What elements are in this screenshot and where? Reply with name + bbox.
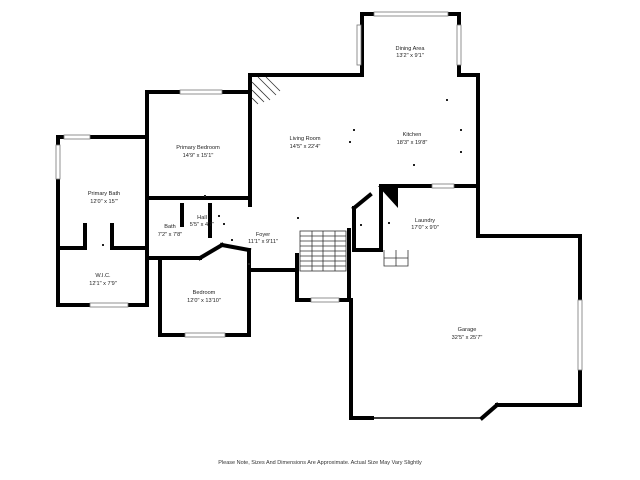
room-laundry: Laundry 17'0" x 9'0" bbox=[411, 218, 439, 231]
svg-text:13'2" x 9'1": 13'2" x 9'1" bbox=[396, 53, 424, 59]
room-wic: W.I.C. 12'1" x 7'9" bbox=[89, 273, 117, 287]
svg-text:Primary Bedroom: Primary Bedroom bbox=[176, 145, 220, 151]
svg-text:7'2" x 7'8": 7'2" x 7'8" bbox=[158, 232, 182, 238]
svg-text:Foyer: Foyer bbox=[256, 232, 270, 238]
svg-text:Living Room: Living Room bbox=[289, 136, 320, 142]
svg-text:11'1" x 9'11": 11'1" x 9'11" bbox=[248, 239, 278, 245]
svg-text:12'0" x 13'10": 12'0" x 13'10" bbox=[187, 298, 221, 304]
room-hall: Hall 5'5" x 4'7" bbox=[190, 215, 214, 228]
room-dining-area: Dining Area 13'2" x 9'1" bbox=[396, 46, 426, 59]
svg-text:12'1" x 7'9": 12'1" x 7'9" bbox=[89, 281, 117, 287]
fixture-dots bbox=[102, 99, 462, 265]
svg-text:W.I.C.: W.I.C. bbox=[95, 273, 111, 279]
svg-text:Bedroom: Bedroom bbox=[193, 290, 216, 296]
stairs bbox=[251, 76, 409, 272]
room-primary-bath: Primary Bath 12'0" x 15'" bbox=[88, 191, 120, 205]
svg-text:18'3" x 19'8": 18'3" x 19'8" bbox=[397, 140, 428, 146]
svg-text:Laundry: Laundry bbox=[415, 218, 435, 224]
svg-text:14'5" x 22'4": 14'5" x 22'4" bbox=[290, 144, 321, 150]
disclaimer-note: Please Note, Sizes And Dimensions Are Ap… bbox=[218, 460, 422, 466]
svg-text:12'0" x 15'": 12'0" x 15'" bbox=[90, 199, 118, 205]
kitchen-corner-block bbox=[378, 186, 398, 208]
room-kitchen: Kitchen 18'3" x 19'8" bbox=[397, 132, 428, 146]
svg-text:5'5" x 4'7": 5'5" x 4'7" bbox=[190, 222, 214, 228]
svg-text:Dining Area: Dining Area bbox=[396, 46, 426, 52]
room-foyer: Foyer 11'1" x 9'11" bbox=[248, 232, 278, 245]
room-bedroom: Bedroom 12'0" x 13'10" bbox=[187, 290, 221, 304]
svg-text:32'5" x 25'7": 32'5" x 25'7" bbox=[452, 335, 483, 341]
svg-text:17'0" x 9'0": 17'0" x 9'0" bbox=[411, 225, 439, 231]
svg-text:14'9" x 15'1": 14'9" x 15'1" bbox=[183, 153, 214, 159]
svg-text:Hall: Hall bbox=[197, 215, 207, 221]
room-garage: Garage 32'5" x 25'7" bbox=[452, 327, 483, 341]
svg-text:Kitchen: Kitchen bbox=[403, 132, 422, 138]
room-bath: Bath 7'2" x 7'8" bbox=[158, 224, 182, 238]
svg-text:Bath: Bath bbox=[164, 224, 176, 230]
walls bbox=[56, 12, 582, 421]
room-primary-bedroom: Primary Bedroom 14'9" x 15'1" bbox=[176, 145, 220, 159]
svg-text:Primary Bath: Primary Bath bbox=[88, 191, 120, 197]
svg-text:Garage: Garage bbox=[458, 327, 477, 333]
windows bbox=[55, 11, 583, 371]
room-living-room: Living Room 14'5" x 22'4" bbox=[289, 136, 320, 150]
